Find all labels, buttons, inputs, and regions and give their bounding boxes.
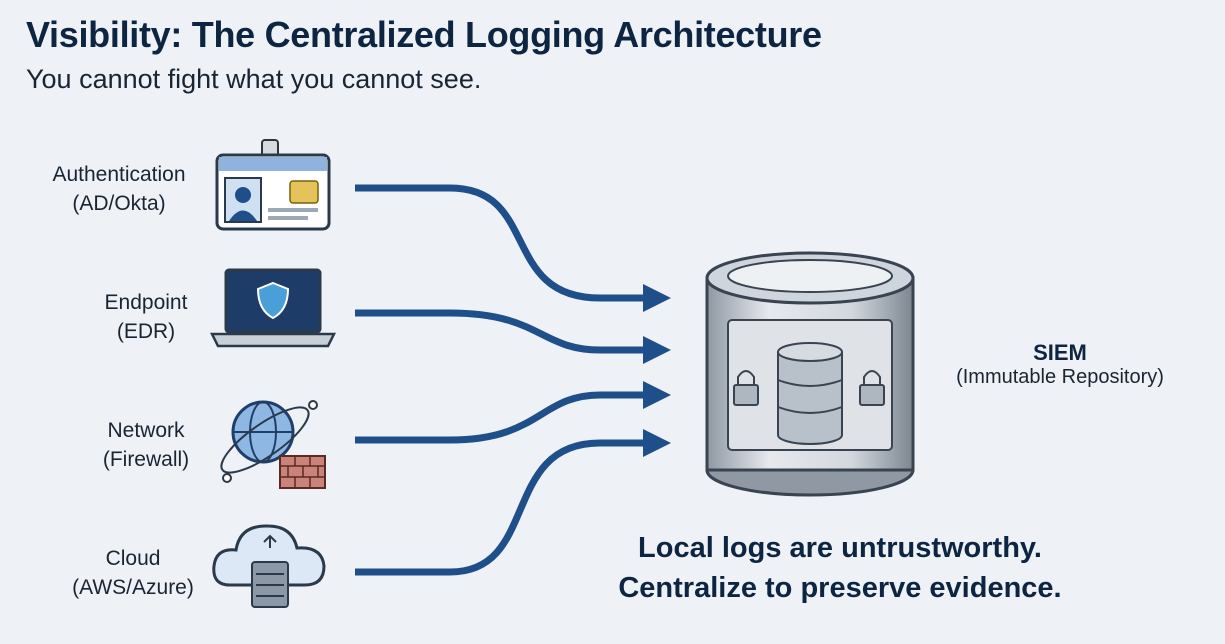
label-line: (Firewall) bbox=[102, 448, 190, 471]
label-line: Network bbox=[107, 419, 185, 442]
siem-label: SIEM (Immutable Repository) bbox=[925, 340, 1195, 389]
source-label-network: Network (Firewall) bbox=[46, 416, 246, 474]
callout-note: Local logs are untrustworthy. Centralize… bbox=[540, 528, 1140, 608]
padlock-icon bbox=[859, 370, 885, 406]
globe-firewall-icon bbox=[220, 400, 326, 489]
label-line: Authentication bbox=[52, 163, 186, 186]
padlock-icon bbox=[733, 370, 759, 406]
source-label-authentication: Authentication (AD/Okta) bbox=[19, 160, 219, 218]
flow-arrow-network bbox=[355, 381, 671, 444]
siem-cylinder-icon bbox=[705, 251, 915, 497]
cloud-server-icon bbox=[212, 524, 326, 608]
siem-title: SIEM bbox=[1033, 340, 1087, 365]
label-line: (AWS/Azure) bbox=[72, 576, 194, 599]
id-badge-icon bbox=[215, 139, 331, 231]
flow-arrow-cloud bbox=[355, 429, 671, 576]
note-line-1: Local logs are untrustworthy. bbox=[638, 532, 1042, 564]
source-label-endpoint: Endpoint (EDR) bbox=[46, 288, 246, 346]
flow-arrow-authentication bbox=[355, 184, 671, 312]
note-line-2: Centralize to preserve evidence. bbox=[618, 572, 1062, 604]
page-title: Visibility: The Centralized Logging Arch… bbox=[26, 14, 822, 55]
label-line: Endpoint bbox=[104, 291, 188, 314]
flow-arrow-endpoint bbox=[355, 309, 671, 364]
siem-subtitle: (Immutable Repository) bbox=[956, 366, 1164, 388]
label-line: (EDR) bbox=[116, 320, 176, 343]
source-label-cloud: Cloud (AWS/Azure) bbox=[33, 544, 233, 602]
laptop-shield-icon bbox=[209, 268, 337, 348]
page-subtitle: You cannot fight what you cannot see. bbox=[26, 64, 482, 94]
label-line: (AD/Okta) bbox=[72, 192, 166, 215]
label-line: Cloud bbox=[105, 547, 161, 570]
